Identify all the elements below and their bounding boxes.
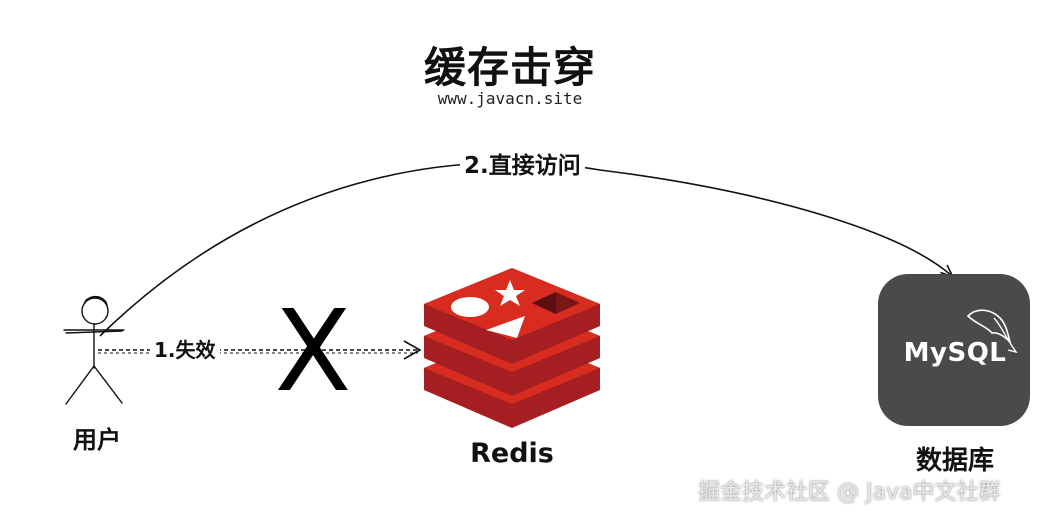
- diagram-title: 缓存击穿: [423, 43, 596, 92]
- cache-miss-arrow: [98, 340, 422, 360]
- mysql-logo-icon: [878, 274, 1030, 426]
- diagram-subtitle: www.javacn.site: [437, 89, 583, 108]
- mysql-logo-text: MySQL: [903, 338, 1007, 368]
- cache-miss-label: 1.失效: [150, 340, 220, 360]
- blocked-x-mark: X: [274, 287, 352, 417]
- stick-figure-icon: [63, 295, 125, 405]
- redis-logo-icon: [424, 268, 600, 428]
- redis-node-label: Redis: [470, 438, 554, 469]
- database-node-label: 数据库: [915, 446, 994, 476]
- watermark-text: 掘金技术社区 @ Java中文社群: [698, 480, 1001, 505]
- user-node-label: 用户: [73, 426, 121, 454]
- direct-access-label: 2.直接访问: [460, 155, 585, 178]
